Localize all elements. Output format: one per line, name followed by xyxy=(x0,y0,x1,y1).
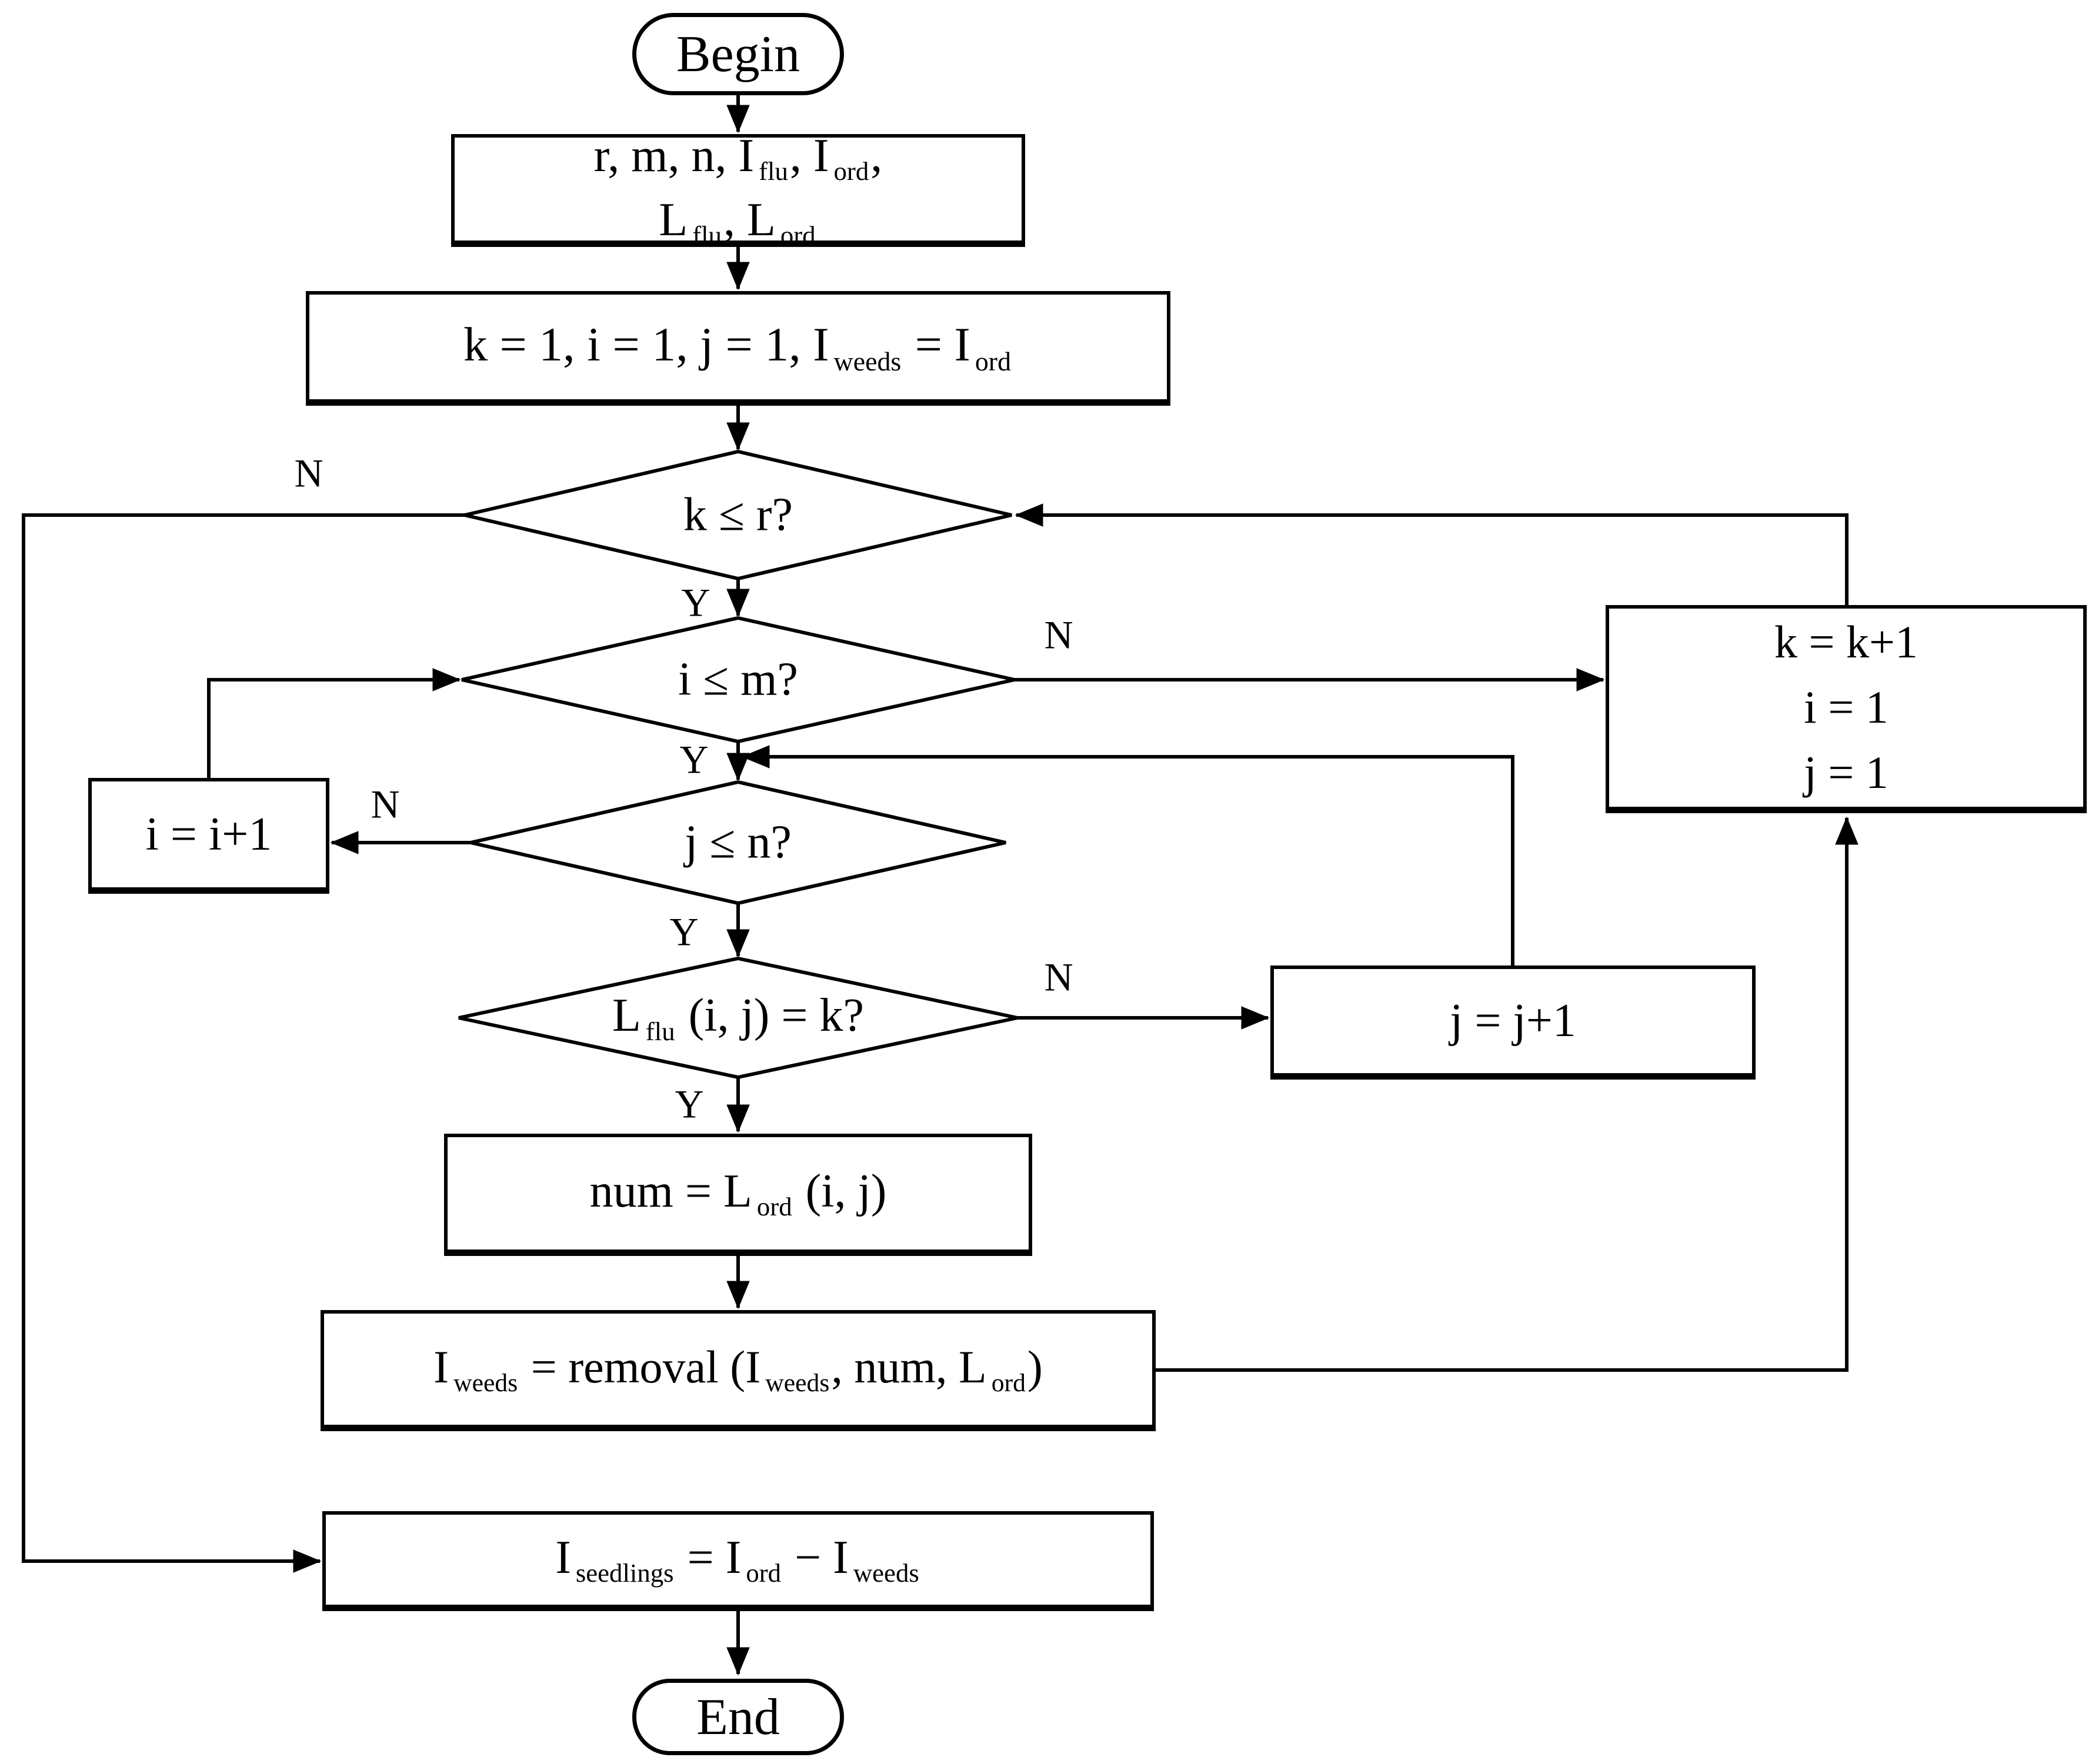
terminator-end: End xyxy=(632,1679,844,1755)
seedlings-sub: weeds xyxy=(853,1558,919,1588)
decision-j-label: j ≤ n? xyxy=(685,816,792,868)
branch-i-yes: Y xyxy=(679,737,709,782)
inc-k-line-3: j = 1 xyxy=(1804,746,1889,798)
match-text: (i, j) = k? xyxy=(676,990,864,1042)
match-sub: flu xyxy=(645,1016,675,1046)
seedlings-text: I xyxy=(555,1531,571,1583)
assign-num-sub: ord xyxy=(756,1192,792,1222)
removal-sub: weeds xyxy=(453,1369,518,1398)
edge-removal-return xyxy=(1153,816,1859,1372)
init-text: k = 1, i = 1, j = 1, I xyxy=(463,318,829,372)
begin-label: Begin xyxy=(676,25,800,83)
removal-text: , num, L xyxy=(831,1341,987,1392)
end-label: End xyxy=(696,1688,780,1746)
seedlings-text: = I xyxy=(675,1531,742,1583)
process-inc-j: j = j+1 xyxy=(1270,965,1756,1080)
assign-num-text: (i, j) xyxy=(793,1165,887,1217)
input-text: L xyxy=(659,193,688,246)
decision-j-diamond xyxy=(470,780,1006,906)
edge-cond-k-no xyxy=(22,513,465,1573)
branch-i-no: N xyxy=(1044,612,1073,657)
input-text: , L xyxy=(723,193,776,246)
decision-i-label: i ≤ m? xyxy=(678,653,798,706)
input-sub: ord xyxy=(833,156,869,186)
inc-i-label: i = i+1 xyxy=(145,808,272,860)
branch-match-yes: Y xyxy=(675,1081,704,1127)
init-sub: ord xyxy=(975,346,1012,376)
removal-text: = removal (I xyxy=(519,1341,761,1392)
decision-k-label: k ≤ r? xyxy=(683,489,793,541)
input-text: , xyxy=(870,129,883,182)
inc-k-line-2: i = 1 xyxy=(1804,681,1889,733)
process-inc-k: k = k+1 i = 1 j = 1 xyxy=(1606,605,2087,813)
removal-text: I xyxy=(433,1341,449,1392)
match-text: L xyxy=(612,990,641,1042)
input-text: , I xyxy=(789,129,829,182)
input-sub: flu xyxy=(692,220,722,250)
seedlings-text: − I xyxy=(783,1531,849,1583)
branch-match-no: N xyxy=(1044,954,1073,1000)
decision-k-diamond xyxy=(464,449,1012,581)
seedlings-sub: seedlings xyxy=(575,1558,674,1588)
removal-sub: ord xyxy=(991,1369,1026,1398)
branch-k-yes: Y xyxy=(681,580,710,625)
branch-k-no: N xyxy=(294,450,323,496)
terminator-begin: Begin xyxy=(632,13,844,95)
branch-j-no: N xyxy=(371,781,400,827)
seedlings-sub: ord xyxy=(746,1558,782,1588)
branch-j-yes: Y xyxy=(669,909,699,954)
decision-match-diamond xyxy=(458,956,1018,1080)
edge-inc-j-return xyxy=(741,745,1514,965)
removal-text: ) xyxy=(1027,1341,1043,1392)
assign-num-text: num = L xyxy=(589,1165,752,1217)
process-inc-i: i = i+1 xyxy=(88,778,329,894)
input-sub: flu xyxy=(759,156,788,186)
decision-i-diamond xyxy=(461,616,1015,744)
inc-j-label: j = j+1 xyxy=(1450,995,1576,1047)
removal-sub: weeds xyxy=(765,1369,830,1398)
inc-k-line-1: k = k+1 xyxy=(1774,616,1918,668)
edge-inc-i-return xyxy=(207,668,461,778)
input-text: r, m, n, I xyxy=(593,129,755,182)
init-sub: weeds xyxy=(833,346,902,376)
edge-inc-k-return xyxy=(1015,503,1849,605)
input-sub: ord xyxy=(780,220,816,250)
init-text: = I xyxy=(903,318,970,372)
